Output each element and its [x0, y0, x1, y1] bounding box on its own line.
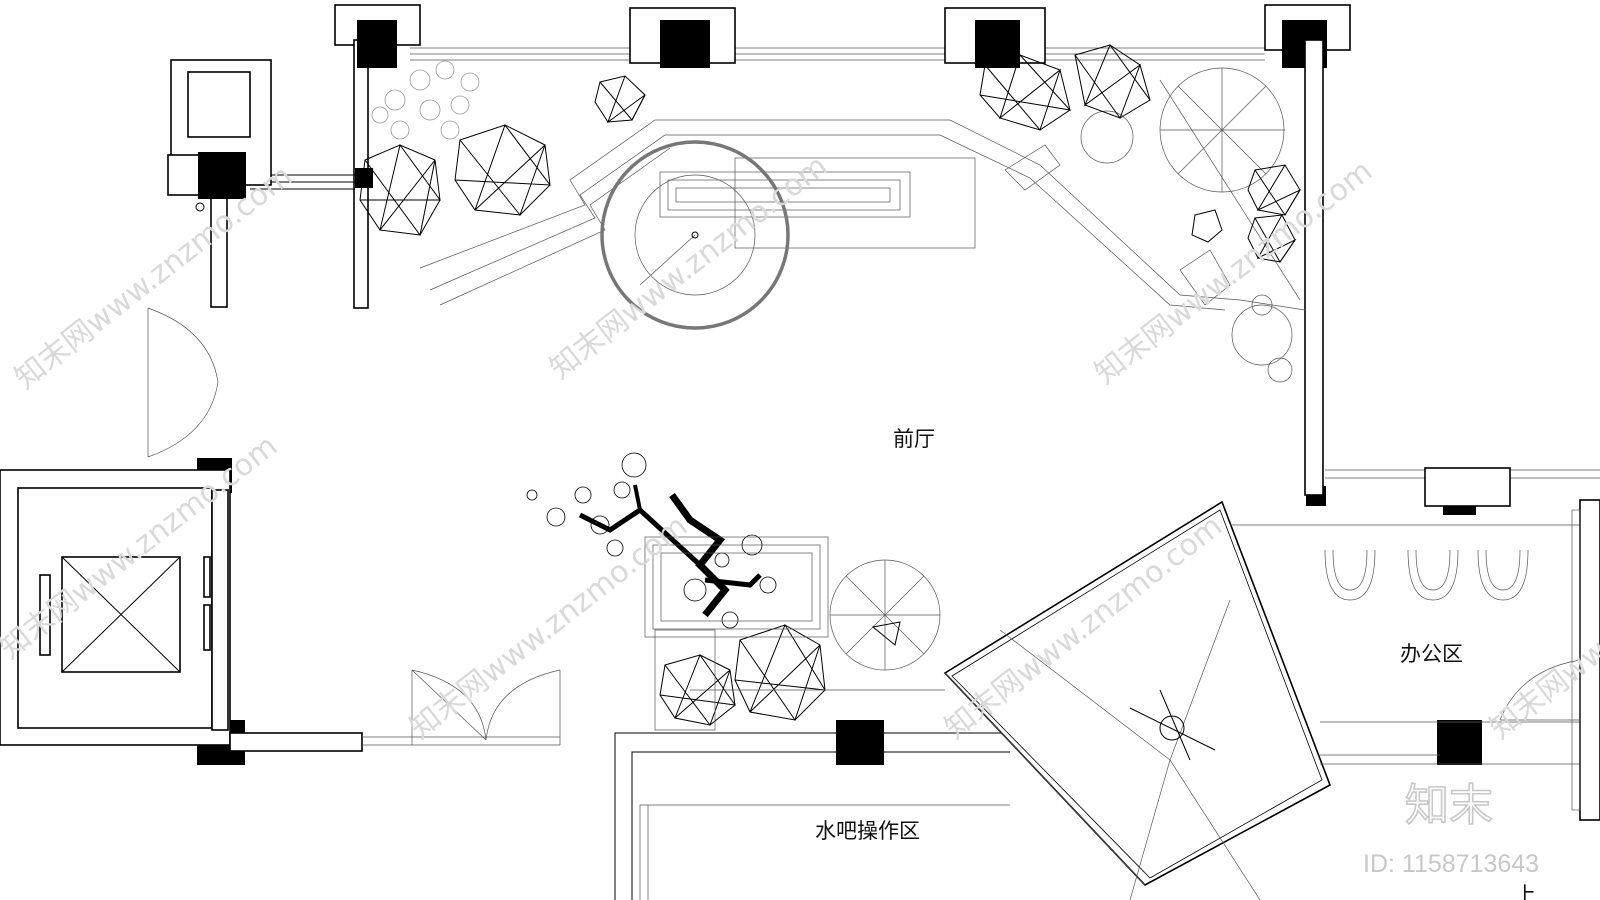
column — [355, 168, 373, 188]
office-area — [1230, 499, 1600, 821]
person-figure-icon — [1159, 715, 1185, 741]
column — [1437, 720, 1482, 765]
chair-icon — [1324, 549, 1376, 601]
room-label-stair: 上 — [1515, 883, 1536, 900]
watermark-text: 知末网www.znzmo.com — [403, 508, 694, 746]
column — [660, 20, 710, 68]
column — [198, 152, 246, 199]
column — [357, 20, 397, 68]
bar-room-walls — [614, 732, 1010, 900]
brand-watermark: 知末 — [1405, 780, 1493, 831]
shrub-cluster-upper-left — [359, 75, 646, 237]
chair-icon — [1477, 549, 1529, 601]
room-label-lobby: 前厅 — [893, 427, 935, 451]
watermark-layer: 知末网www.znzmo.com 知末网www.znzmo.com 知末网www… — [0, 148, 1600, 746]
column — [836, 720, 884, 765]
shrub-cluster-upper-right — [979, 43, 1302, 263]
south-wall — [229, 669, 561, 752]
shrub-dotted-tree — [371, 60, 480, 140]
structural-columns — [197, 20, 1482, 765]
watermark-text: 知末网www.znzmo.com — [8, 158, 299, 396]
landscape-bed-outline — [419, 79, 1306, 311]
office-chairs — [1324, 549, 1529, 601]
tree-symbol-large — [1080, 67, 1293, 383]
chair-icon — [1407, 549, 1459, 601]
round-feature — [600, 140, 790, 330]
column — [975, 20, 1020, 68]
sculpture-tree — [526, 452, 829, 731]
watermark-text: 知末网www.znzmo.com — [1088, 153, 1379, 391]
elevator-core — [0, 469, 231, 746]
room-label-bar: 水吧操作区 — [815, 819, 920, 843]
north-wall — [334, 4, 1351, 64]
room-label-office: 办公区 — [1400, 642, 1463, 666]
tree-symbol-medium — [690, 559, 945, 691]
rotated-glass-box — [943, 500, 1331, 900]
shrub-cluster-center — [659, 623, 826, 727]
east-wall — [1304, 39, 1600, 507]
watermark-text: 知末网www.znzmo.com — [543, 148, 834, 386]
id-watermark: ID: 1158713643 — [1363, 850, 1539, 878]
west-double-door — [147, 307, 219, 458]
